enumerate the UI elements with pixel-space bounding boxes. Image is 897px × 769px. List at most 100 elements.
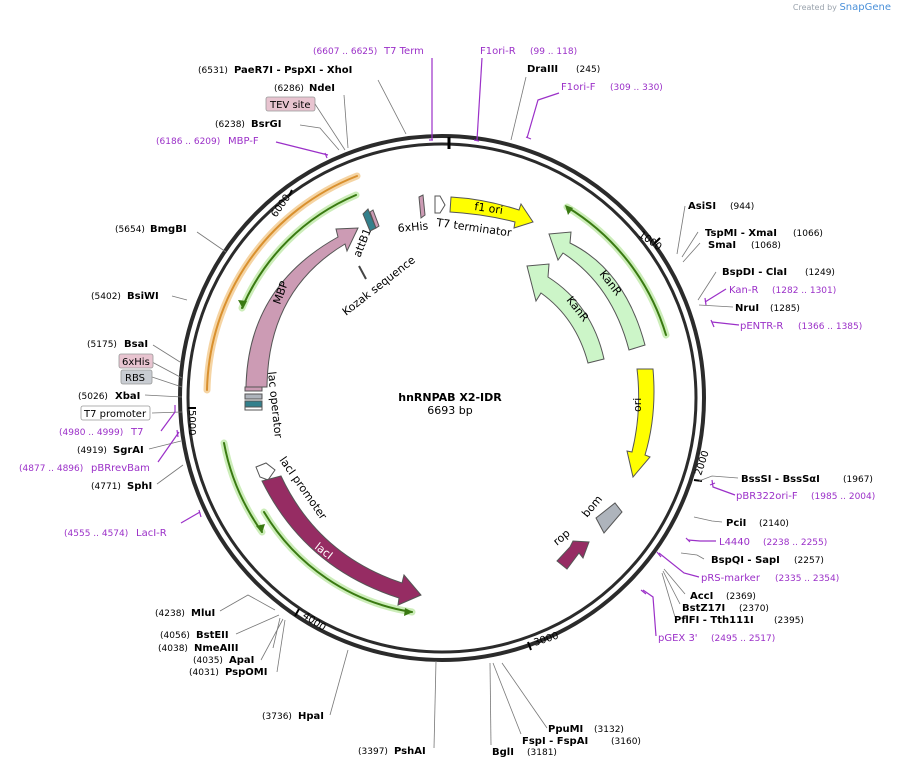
enzyme-name: BsrGI [251,119,281,130]
primer-name: Kan-R [729,285,758,296]
primer-lines [157,57,740,637]
tick-label-4000: 4000 [300,610,327,633]
enzyme-name: PshAI [394,746,426,757]
enzyme-xbai: (5026) XbaI [78,391,140,402]
enzyme-name: MluI [191,608,215,619]
enzyme-ndei: (6286) NdeI [274,83,335,94]
6xhis-label: 6xHis [122,357,150,368]
enzyme-pos: (1068) [751,241,781,251]
enzyme-pcii: PciI(2140) [726,518,789,529]
t7-promoter-box: T7 promoter [80,405,151,421]
primer-labels: (6607 .. 6625)T7 Term F1ori-R(99 .. 118)… [19,46,875,644]
enzyme-pos: (6286) [274,84,304,94]
enzyme-tth111i: PflFI - Tth111I (2395) [674,615,804,626]
primer-name: MBP-F [228,136,259,147]
enzyme-pos: (6238) [215,120,245,130]
enzyme-pos: (1066) [793,229,823,239]
enzyme-pos: (3181) [527,748,557,758]
primer-pbrrevbam: (4877 .. 4896)pBRrevBam [19,463,150,474]
feature-f1ori: f1 ori [474,200,504,217]
enzyme-name: BspDI - ClaI [722,267,787,278]
enzyme-pos: (4035) [193,656,223,666]
enzyme-name: BstZ17I [682,603,725,614]
enzyme-pos: (2257) [794,556,824,566]
enzyme-name: BssSI - BssSαI [741,474,820,485]
enzyme-name: AsiSI [688,201,716,212]
primer-range: (2495 .. 2517) [711,634,775,644]
primer-pentr-r: pENTR-R(1366 .. 1385) [740,321,862,332]
enzyme-pos: (5654) [115,225,145,235]
enzyme-name: XbaI [115,391,140,402]
enzyme-xhoi: (6531) PaeR7I - PspXI - XhoI [198,65,352,76]
enzyme-name: PaeR7I - PspXI - XhoI [234,65,352,76]
tev-site-label: TEV site [269,100,311,111]
enzyme-pos: (2370) [739,604,769,614]
enzyme-pshai: (3397)PshAI [358,746,426,757]
enzyme-pos: (4031) [189,668,219,678]
enzyme-name: PflFI - Tth111I [674,615,754,626]
enzyme-name: ApaI [229,655,254,666]
feature-shapes [244,194,655,606]
feature-ori: ori [631,398,644,412]
enzyme-name: SmaI [708,240,736,251]
enzyme-smai: SmaI (1068) [708,240,781,251]
enzyme-pos: (5175) [87,340,117,350]
enzyme-name: AccI [690,591,713,602]
rbs-label: RBS [125,373,145,384]
enzyme-ppumi: PpuMI (3132) [548,724,624,735]
orf-arcs [203,172,670,616]
primer-range: (2238 .. 2255) [763,538,827,548]
snapgene-logo: SnapGene [839,2,891,13]
enzyme-sapi: BspQI - SapI(2257) [711,555,824,566]
plasmid-length: 6693 bp [427,404,472,417]
enzyme-name: BsiWI [127,291,159,302]
primer-range: (1366 .. 1385) [798,322,862,332]
primer-name: pRS-marker [701,573,761,584]
enzyme-bgli: BglI (3181) [492,747,557,758]
primer-name: F1ori-R [480,46,516,57]
plasmid-title: hnRNPAB X2-IDR 6693 bp [398,391,502,417]
enzyme-pos: (3132) [594,725,624,735]
enzyme-name: BsaI [124,339,148,350]
primer-t7term: (6607 .. 6625)T7 Term [313,46,424,57]
enzyme-name: PpuMI [548,724,583,735]
feature-kozak: Kozak sequence [340,253,418,318]
enzyme-hpai: (3736)HpaI [262,711,324,722]
enzyme-pos: (6531) [198,66,228,76]
enzyme-pos: (4056) [160,631,190,641]
primer-f1ori-r: F1ori-R(99 .. 118) [480,46,577,57]
enzyme-name: HpaI [298,711,324,722]
t7-promoter-label: T7 promoter [83,409,147,420]
enzyme-pos: (2369) [726,592,756,602]
enzyme-pos: (3160) [611,737,641,747]
enzyme-name: BglI [492,747,514,758]
enzyme-pos: (5026) [78,392,108,402]
primer-name: LacI-R [136,528,167,539]
primer-prs-marker: pRS-marker(2335 .. 2354) [701,573,839,584]
primer-f1ori-f: F1ori-F(309 .. 330) [561,82,663,93]
feature-lac-operator: lac operator [265,371,285,439]
enzyme-name: NdeI [309,83,335,94]
enzyme-pos: (2395) [774,616,804,626]
enzyme-pos: (1285) [770,304,800,314]
primer-l4440: L4440 (2238 .. 2255) [719,537,827,548]
primer-range: (4555 .. 4574) [64,529,128,539]
enzyme-name: SgrAI [113,445,144,456]
primer-name: L4440 [719,537,750,548]
primer-name: T7 Term [383,46,424,57]
primer-name: T7 [130,427,143,438]
enzyme-pos: (245) [576,65,600,75]
enzyme-pspomi: (4031)PspOMI [189,667,267,678]
enzyme-nrui: NruI(1285) [735,303,800,314]
primer-range: (4877 .. 4896) [19,464,83,474]
enzyme-fspai: FspI - FspAI(3160) [522,736,641,747]
enzyme-nmeaiii: (4038)NmeAIII [158,643,238,654]
tick-label-5000: 5000 [186,410,197,435]
6xhis-box: 6xHis [118,353,154,369]
enzyme-bsrgi: (6238) BsrGI [215,119,281,130]
primer-laci-r: (4555 .. 4574) LacI-R [64,528,167,539]
enzyme-name: NmeAIII [194,643,238,654]
enzyme-pos: (4238) [155,609,185,619]
enzyme-name: BstEII [196,630,229,641]
boxed-features: TEV site 6xHis RBS T7 promoter [80,96,346,421]
